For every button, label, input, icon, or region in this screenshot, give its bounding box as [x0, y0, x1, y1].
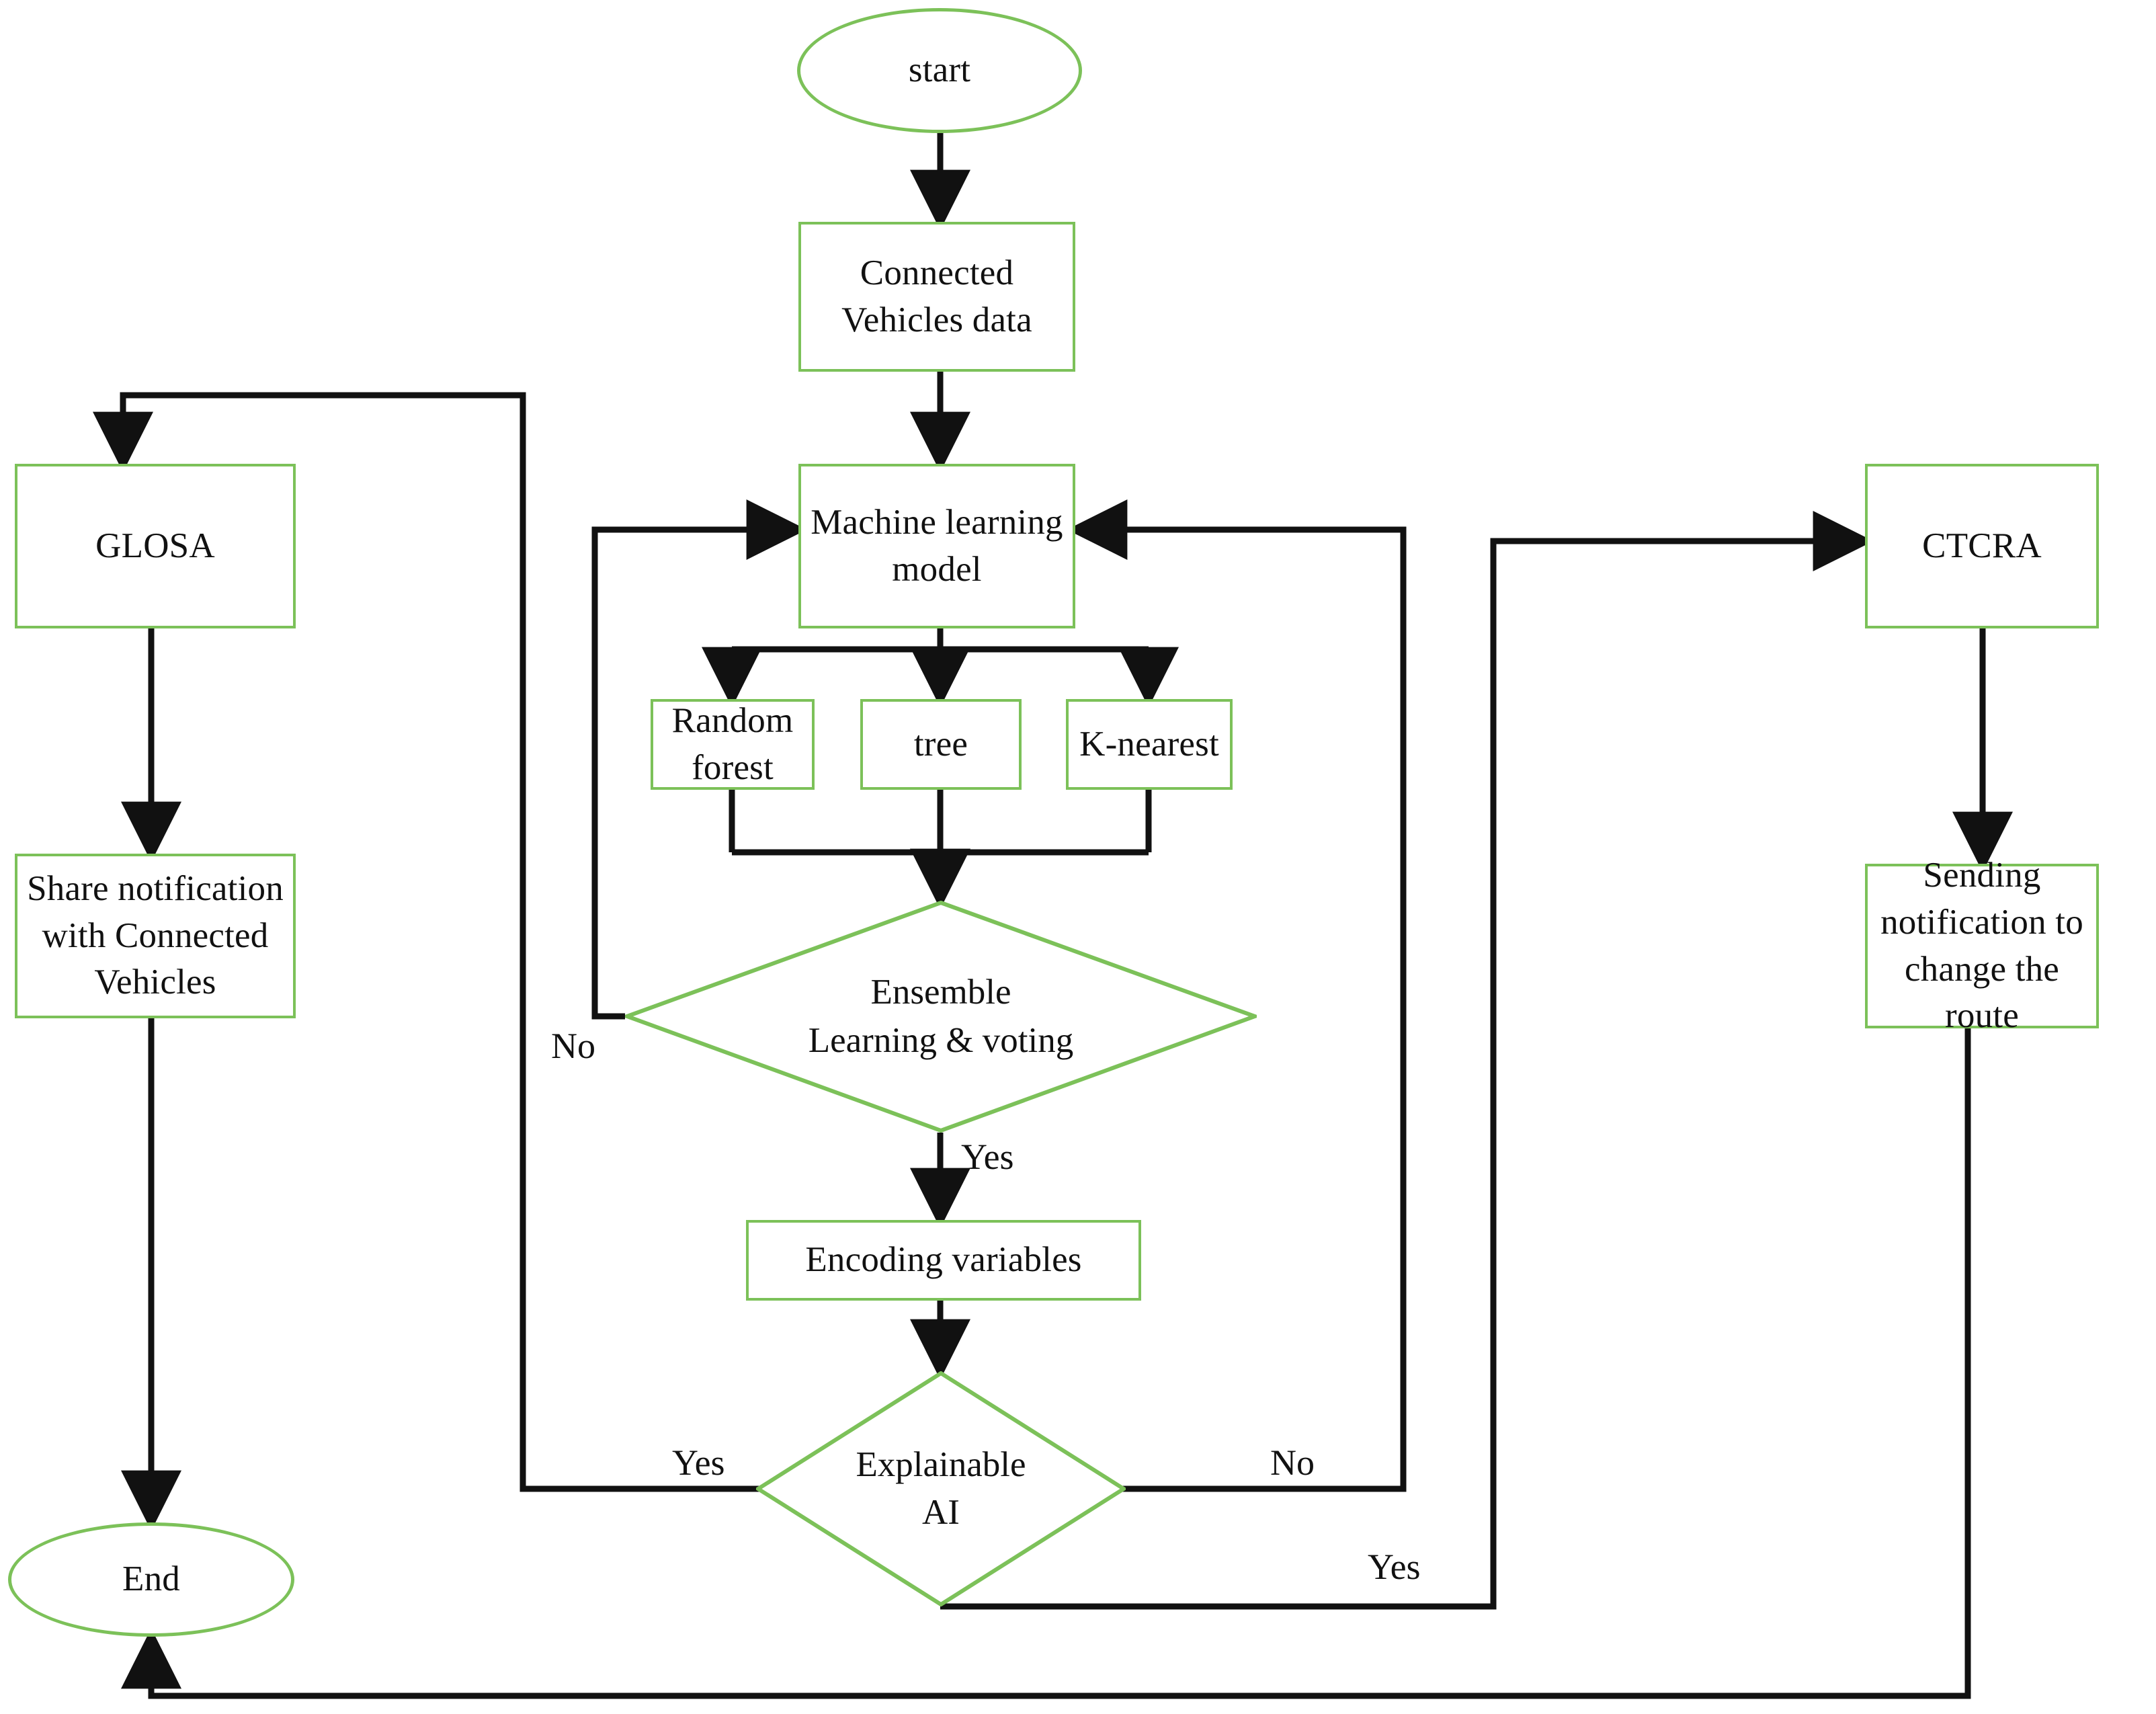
node-explainable-ai-label: Explainable AI: [856, 1444, 1026, 1532]
edge-xai-yes-to-glosa: [93, 392, 823, 1492]
node-machine-learning-model-label: Machine learning model: [811, 502, 1063, 589]
node-tree-label: tree: [913, 724, 968, 764]
node-ctcra[interactable]: CTCRA: [1865, 464, 2099, 628]
node-tree[interactable]: tree: [860, 699, 1022, 790]
node-connected-vehicles-data[interactable]: Connected Vehicles data: [798, 222, 1075, 372]
edge-sending-to-end: [121, 1028, 1971, 1699]
node-glosa[interactable]: GLOSA: [15, 464, 296, 628]
node-ctcra-label: CTCRA: [1922, 526, 2042, 565]
node-end[interactable]: End: [8, 1522, 294, 1637]
edge-label-ensemble-yes: Yes: [961, 1137, 1014, 1177]
edge-xai-no-to-ml: [1057, 499, 1407, 1492]
node-random-forest[interactable]: Random forest: [651, 699, 815, 790]
node-glosa-label: GLOSA: [95, 526, 215, 565]
bus-algorithms-merge: [729, 790, 1152, 856]
node-k-nearest[interactable]: K-nearest: [1066, 699, 1233, 790]
node-end-label: End: [122, 1559, 180, 1599]
node-encoding-variables[interactable]: Encoding variables: [746, 1220, 1141, 1301]
node-share-notification-label: Share notification with Connected Vehicl…: [27, 868, 284, 1002]
node-k-nearest-label: K-nearest: [1079, 724, 1219, 764]
edge-ensemble-no-to-ml: [591, 499, 807, 1020]
node-start[interactable]: start: [797, 8, 1082, 133]
node-sending-notification-label: Sending notification to change the route: [1880, 855, 2083, 1036]
node-connected-vehicles-data-label: Connected Vehicles data: [841, 253, 1032, 339]
node-machine-learning-model[interactable]: Machine learning model: [798, 464, 1075, 628]
edge-label-xai-no-right: No: [1270, 1442, 1315, 1483]
node-sending-notification[interactable]: Sending notification to change the route: [1865, 856, 2099, 1035]
node-ensemble-learning-voting-label: Ensemble Learning & voting: [808, 973, 1074, 1060]
edge-label-ensemble-no: No: [551, 1026, 595, 1066]
node-encoding-variables-label: Encoding variables: [805, 1240, 1082, 1280]
bus-ml-split: [732, 628, 1149, 653]
edge-xai-yes-to-ctcra: [940, 511, 1874, 1610]
edge-label-xai-yes-bottom: Yes: [1368, 1547, 1421, 1587]
edge-label-xai-yes-left: Yes: [672, 1442, 725, 1483]
node-share-notification[interactable]: Share notification with Connected Vehicl…: [15, 854, 296, 1018]
node-ensemble-learning-voting[interactable]: Ensemble Learning & voting: [621, 900, 1261, 1133]
node-explainable-ai[interactable]: Explainable AI: [754, 1371, 1128, 1607]
node-random-forest-label: Random forest: [671, 700, 794, 787]
node-start-label: start: [908, 50, 971, 90]
